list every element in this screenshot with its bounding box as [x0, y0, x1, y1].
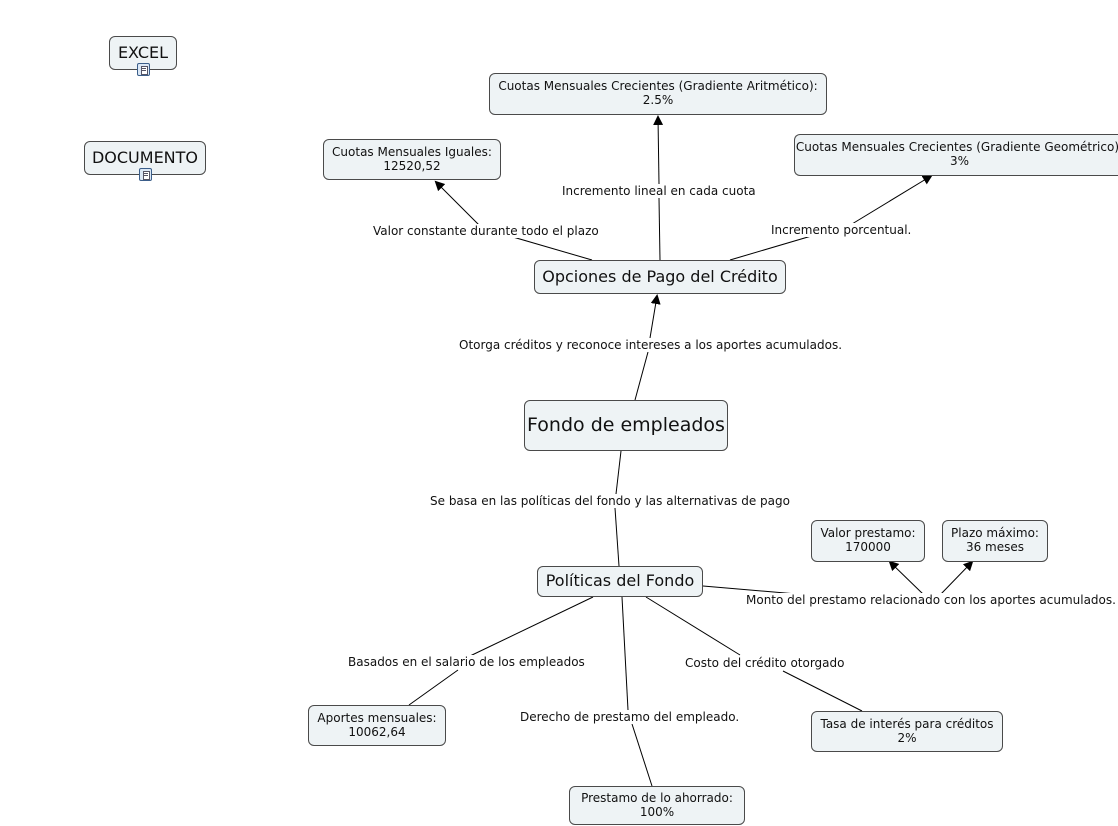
- cuotas-geometrico-node[interactable]: Cuotas Mensuales Crecientes (Gradiente G…: [794, 134, 1118, 176]
- cuotas-geometrico-title: Cuotas Mensuales Crecientes (Gradiente G…: [795, 140, 1118, 155]
- cuotas-aritmetico-value: 2.5%: [642, 93, 674, 107]
- arrow-to-cuotas-geometrico: [851, 174, 933, 225]
- tasa-interes-node[interactable]: Tasa de interés para créditos 2%: [811, 711, 1003, 752]
- link-se-basa[interactable]: Se basa en las políticas del fondo y las…: [428, 494, 792, 508]
- cuotas-geometrico-value: 3%: [949, 154, 970, 168]
- connector-opciones-incremento-lineal: [658, 197, 661, 261]
- connector-fondo-otorga: [634, 351, 649, 401]
- fondo-empleados-node[interactable]: Fondo de empleados: [524, 400, 728, 451]
- valor-prestamo-value: 170000: [845, 540, 891, 554]
- arrow-to-opciones: [649, 294, 661, 339]
- documento-label: DOCUMENTO: [91, 147, 199, 167]
- cuotas-iguales-title: Cuotas Mensuales Iguales:: [332, 144, 492, 159]
- tasa-interes-value: 2%: [897, 730, 917, 745]
- fondo-empleados-label: Fondo de empleados: [527, 413, 725, 436]
- opciones-pago-node[interactable]: Opciones de Pago del Crédito: [534, 260, 786, 294]
- excel-label: EXCEL: [117, 42, 169, 62]
- politicas-fondo-node[interactable]: Políticas del Fondo: [537, 566, 703, 597]
- connector-politicas-costo: [645, 596, 741, 656]
- arrow-to-cuotas-aritmetico: [653, 115, 664, 185]
- connector-basados-aportes: [408, 669, 459, 706]
- aportes-mensuales-node[interactable]: Aportes mensuales: 10062,64: [308, 705, 446, 746]
- cuotas-aritmetico-title: Cuotas Mensuales Crecientes (Gradiente A…: [498, 79, 818, 94]
- link-incremento-porcentual[interactable]: Incremento porcentual.: [769, 223, 914, 237]
- valor-prestamo-node[interactable]: Valor prestamo: 170000: [811, 520, 925, 562]
- tasa-interes-title: Tasa de interés para créditos: [820, 716, 994, 731]
- prestamo-ahorrado-value: 100%: [639, 804, 675, 819]
- document-attachment-icon[interactable]: [137, 63, 150, 76]
- valor-prestamo-title: Valor prestamo:: [820, 526, 916, 541]
- plazo-maximo-value: 36 meses: [965, 540, 1025, 554]
- plazo-maximo-node[interactable]: Plazo máximo: 36 meses: [942, 520, 1048, 562]
- connector-costo-tasa: [782, 670, 863, 712]
- link-monto-prestamo[interactable]: Monto del prestamo relacionado con los a…: [744, 593, 1118, 607]
- connector-politicas-basados: [469, 596, 594, 657]
- link-incremento-lineal[interactable]: Incremento lineal en cada cuota: [560, 184, 758, 198]
- connector-se-basa-politicas: [614, 507, 620, 567]
- prestamo-ahorrado-title: Prestamo de lo ahorrado:: [581, 790, 733, 805]
- opciones-pago-label: Opciones de Pago del Crédito: [542, 266, 778, 286]
- link-valor-constante[interactable]: Valor constante durante todo el plazo: [371, 224, 601, 238]
- link-costo-credito[interactable]: Costo del crédito otorgado: [683, 656, 847, 670]
- plazo-maximo-title: Plazo máximo:: [951, 526, 1039, 541]
- cuotas-iguales-node[interactable]: Cuotas Mensuales Iguales: 12520,52: [323, 139, 501, 180]
- prestamo-ahorrado-node[interactable]: Prestamo de lo ahorrado: 100%: [569, 786, 745, 825]
- arrow-to-cuotas-iguales: [434, 180, 483, 229]
- arrow-to-plazo-maximo: [939, 560, 974, 596]
- link-otorga-creditos[interactable]: Otorga créditos y reconoce intereses a l…: [457, 338, 845, 352]
- link-derecho-prestamo[interactable]: Derecho de prestamo del empleado.: [518, 710, 742, 724]
- arrow-to-valor-prestamo: [888, 560, 925, 596]
- connector-derecho-prestamo: [631, 723, 653, 787]
- cuotas-iguales-value: 12520,52: [383, 158, 441, 173]
- link-basados-salario[interactable]: Basados en el salario de los empleados: [346, 655, 587, 669]
- politicas-fondo-label: Políticas del Fondo: [545, 571, 695, 591]
- document-attachment-icon[interactable]: [139, 168, 152, 181]
- aportes-mensuales-value: 10062,64: [348, 724, 406, 739]
- connector-fondo-se-basa: [615, 450, 622, 495]
- aportes-mensuales-title: Aportes mensuales:: [317, 710, 437, 725]
- connector-politicas-derecho: [621, 596, 629, 711]
- cuotas-aritmetico-node[interactable]: Cuotas Mensuales Crecientes (Gradiente A…: [489, 73, 827, 115]
